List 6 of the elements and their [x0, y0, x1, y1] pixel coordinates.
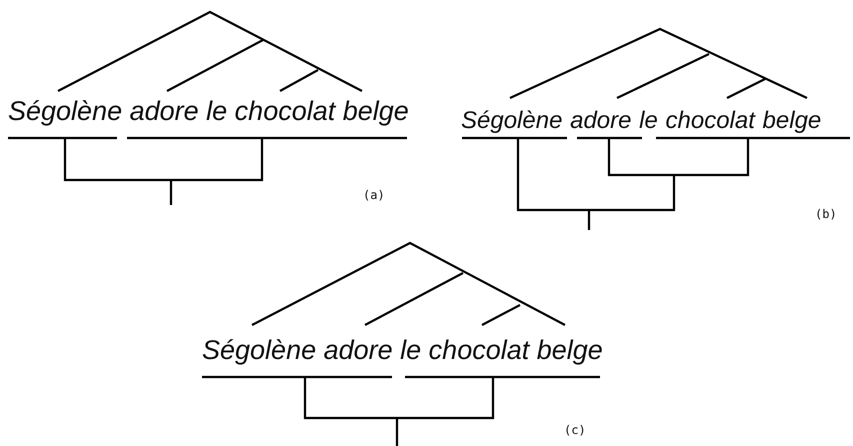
- sentence-text: Ségolène adore le chocolat belge: [8, 98, 409, 125]
- panel-label: (b): [815, 208, 837, 220]
- sentence-text: Ségolène adore le chocolat belge: [461, 109, 822, 133]
- sentence-text: Ségolène adore le chocolat belge: [202, 337, 603, 364]
- panel-label: (c): [564, 424, 586, 436]
- panel-label: (a): [363, 189, 385, 201]
